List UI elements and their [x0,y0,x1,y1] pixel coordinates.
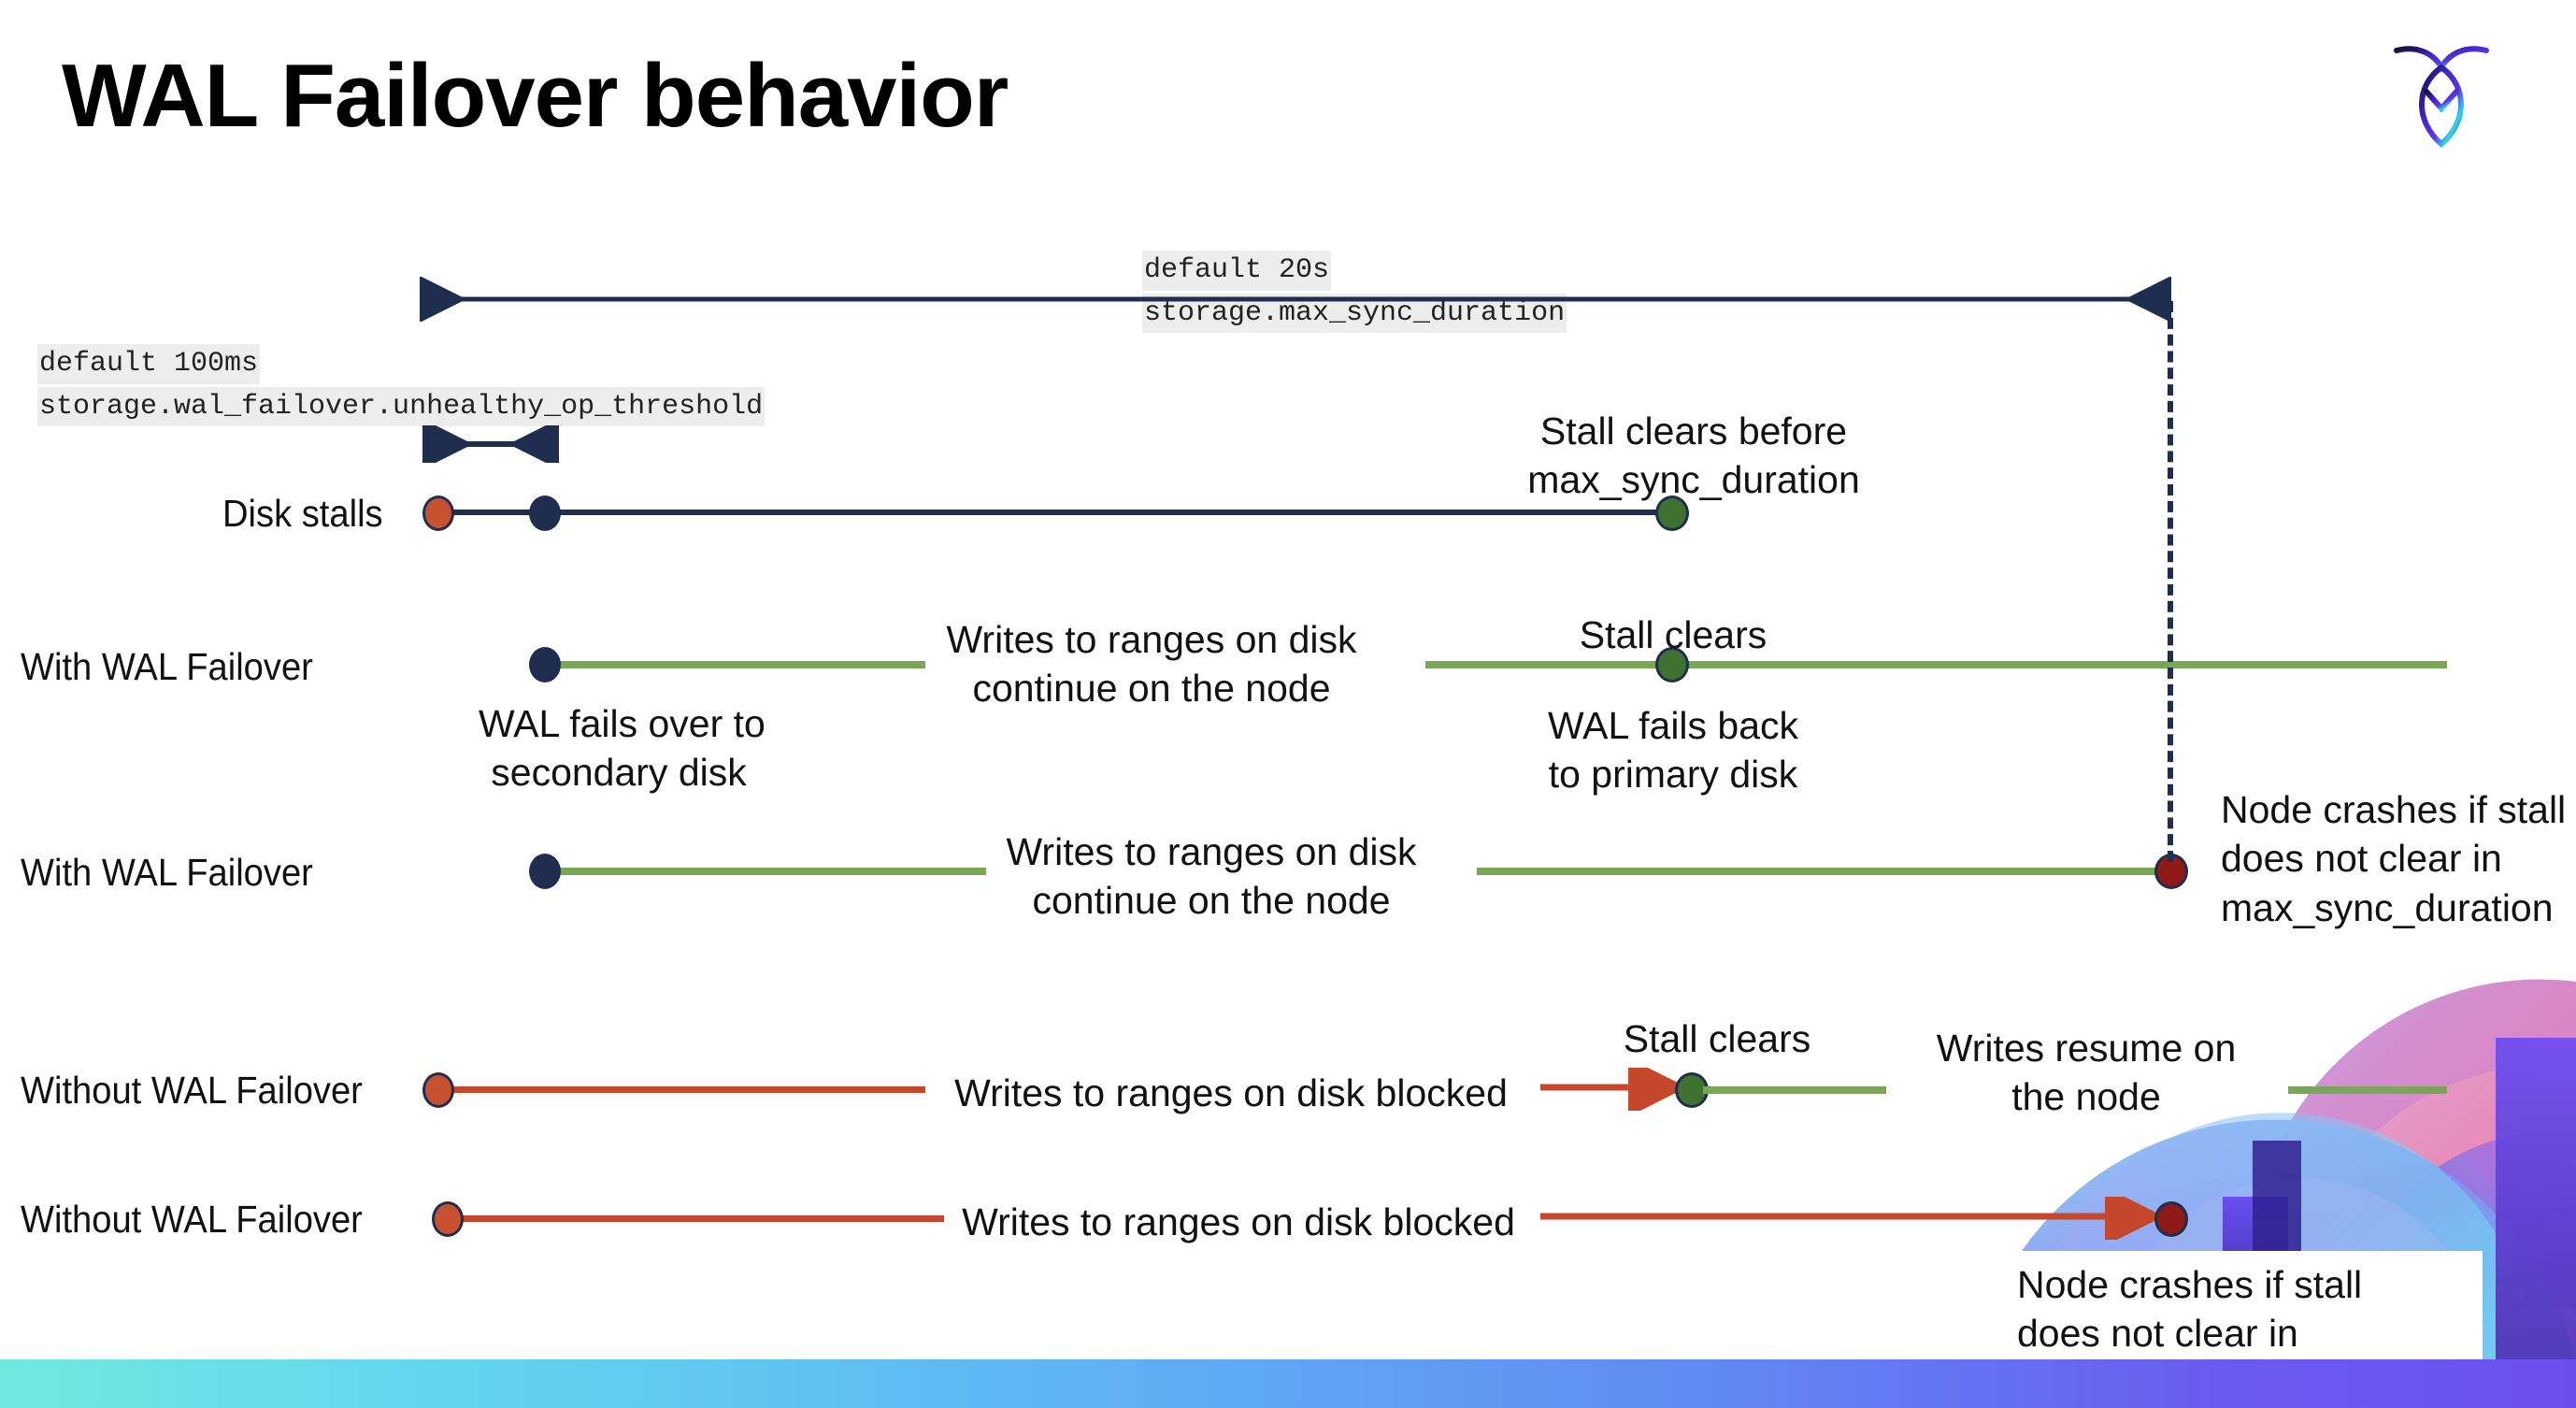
unhealthy-op-setting-name: storage.wal_failover.unhealthy_op_thresh… [37,386,766,427]
timeline-with-wal-failover-1-segment-a [545,661,925,668]
callout-stall-clears-before: Stall clears before max_sync_duration [1527,409,1860,502]
callout-node-crashes-1: Node crashes if stall does not clear in … [2221,788,2567,929]
timeline-with-wal-failover-2-segment-a [545,868,986,875]
callout-stall-clears-1: Stall clears [1579,613,1767,656]
callout-writes-continue-1: Writes to ranges on disk continue on the… [946,618,1357,711]
callout-writes-blocked-2: Writes to ranges on disk blocked [962,1200,1515,1243]
unhealthy-op-default-label: default 100ms [37,344,261,384]
page-title: WAL Failover behavior [62,46,1009,146]
timeline-without-wal-failover-1-blocked [437,1086,925,1093]
marker-stall-start-row5 [432,1201,464,1237]
unhealthy-op-threshold-annotation: default 100ms storage.wal_failover.unhea… [37,344,766,429]
callout-writes-continue-2: Writes to ranges on disk continue on the… [1006,830,1417,923]
timeline-without-wal-failover-1-resume-a [1703,1086,1886,1094]
marker-failover-point-row2 [529,647,561,682]
marker-node-crash-row3 [2154,854,2188,889]
timeline-without-wal-failover-2-blocked-a [447,1215,944,1222]
marker-failover-point-disk-stalls [529,496,561,531]
arrow-node-crash-row5 [1540,1197,2195,1240]
dashed-connector-line [2168,301,2173,862]
bottom-gradient-bar [0,1359,2576,1408]
max-sync-duration-span-arrow [411,277,2197,322]
row-label-without-wal-failover-2: Without WAL Failover [21,1198,363,1241]
marker-stall-start-row4 [422,1072,454,1108]
callout-stall-clears-2: Stall clears [1623,1017,1811,1060]
row-label-with-wal-failover-1: With WAL Failover [21,645,313,688]
callout-writes-resume: Writes resume on the node [1936,1027,2237,1119]
row-label-disk-stalls: Disk stalls [222,492,383,535]
row-label-without-wal-failover-1: Without WAL Failover [21,1069,363,1112]
callout-wal-fails-back: WAL fails back to primary disk [1547,704,1799,797]
marker-stall-start-disk-stalls [422,496,454,531]
cockroachdb-logo-icon [2385,28,2497,150]
timeline-disk-stalls [437,510,1676,515]
callout-writes-blocked-1: Writes to ranges on disk blocked [954,1071,1508,1114]
timeline-with-wal-failover-1-segment-b [1425,661,2447,668]
row-label-with-wal-failover-2: With WAL Failover [21,851,313,894]
marker-failover-point-row3 [529,854,561,889]
unhealthy-op-span-arrow [415,425,583,463]
timeline-with-wal-failover-2-segment-b [1477,868,2170,875]
marker-stall-clears-row2 [1655,647,1689,682]
timeline-without-wal-failover-1-resume-b [2288,1086,2447,1094]
arrow-stall-clears-row4 [1540,1068,1709,1111]
callout-wal-fails-over: WAL fails over to secondary disk [479,702,766,795]
marker-node-crash-row5 [2154,1201,2188,1237]
marker-stall-clears-disk-stalls [1655,496,1689,531]
